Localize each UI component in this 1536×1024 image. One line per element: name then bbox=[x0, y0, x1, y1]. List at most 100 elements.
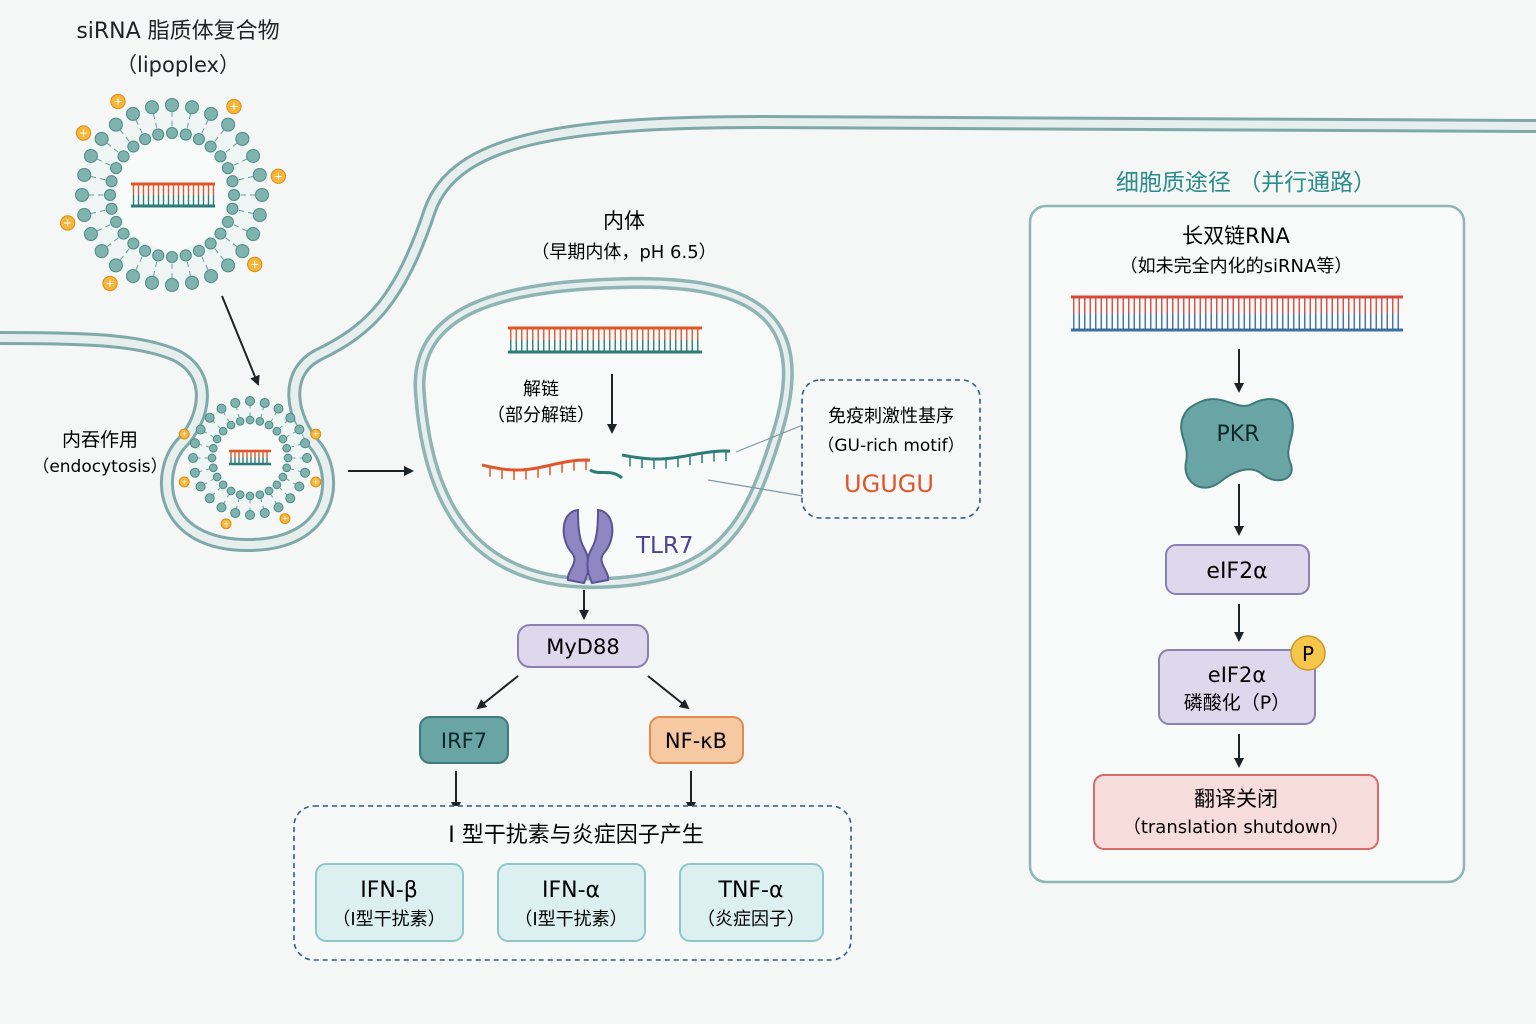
lipid-head bbox=[294, 481, 305, 492]
endosome-subtitle: （早期内体，pH 6.5） bbox=[531, 242, 716, 263]
cytokine-name: IFN-α bbox=[542, 878, 600, 903]
lipid-head bbox=[246, 148, 261, 163]
positive-charge-icon bbox=[247, 256, 263, 273]
lipid-head bbox=[83, 148, 98, 163]
lipid-tail bbox=[260, 413, 263, 418]
lipid-head bbox=[255, 490, 265, 500]
lipid-head bbox=[302, 453, 312, 463]
lipid-head bbox=[245, 415, 255, 425]
eif2a-box bbox=[1165, 544, 1310, 595]
myd88-box bbox=[517, 624, 649, 668]
lipid-head bbox=[103, 188, 117, 202]
strand-backbone bbox=[481, 458, 591, 472]
endocytosis-label: 内吞作用 bbox=[62, 429, 138, 451]
positive-charge-sign: + bbox=[223, 519, 229, 528]
lipid-head bbox=[264, 486, 274, 496]
lipid-tail bbox=[186, 261, 189, 268]
lipid-tail bbox=[217, 425, 221, 429]
lipid-head bbox=[77, 167, 92, 182]
lipid-tail bbox=[113, 148, 119, 153]
lipid-head bbox=[185, 100, 200, 115]
endosome-title: 内体 bbox=[603, 209, 645, 233]
lipid-head bbox=[165, 250, 179, 264]
lipid-head bbox=[208, 443, 218, 453]
lipid-tail bbox=[260, 498, 263, 503]
lipid-head bbox=[282, 443, 292, 453]
lipid-head bbox=[255, 188, 269, 202]
lipid-head bbox=[221, 117, 236, 132]
lipid-tail bbox=[186, 122, 189, 129]
lipid-head bbox=[294, 424, 305, 435]
lipid-tail bbox=[188, 113, 192, 120]
motif-sequence: UGUGU bbox=[844, 470, 934, 498]
shutdown-box bbox=[1093, 774, 1379, 850]
lipid-tail bbox=[90, 211, 97, 215]
positive-charge-icon bbox=[178, 428, 190, 440]
lipid-head bbox=[75, 188, 89, 202]
nfkb-label: NF-κB bbox=[665, 729, 727, 753]
lipid-head bbox=[207, 453, 217, 463]
eif2a-label: eIF2α bbox=[1206, 559, 1267, 584]
lipid-head bbox=[139, 244, 152, 257]
production-title: I 型干扰素与炎症因子产生 bbox=[448, 823, 703, 848]
positive-charge-icon bbox=[226, 98, 242, 115]
positive-charge-icon bbox=[270, 168, 287, 184]
eif2a-phospho-line2: 磷酸化（P） bbox=[1184, 692, 1290, 714]
cytokine-card: IFN-β （I型干扰素） bbox=[315, 863, 464, 942]
lipid-tail bbox=[99, 178, 106, 181]
lipid-tail bbox=[135, 265, 139, 271]
lipid-tail bbox=[233, 162, 239, 166]
lipid-head bbox=[204, 237, 217, 250]
lipid-head bbox=[110, 215, 123, 228]
lipid-head bbox=[125, 106, 140, 121]
lipid-head bbox=[144, 275, 159, 290]
lipoplex-particle: +++++++ bbox=[60, 93, 287, 292]
lipid-head bbox=[105, 175, 118, 188]
tlr7-label: TLR7 bbox=[635, 533, 693, 559]
lipid-tail bbox=[201, 256, 205, 262]
positive-charge-sign: + bbox=[113, 95, 122, 108]
lipid-tail bbox=[286, 434, 290, 438]
lipid-tail bbox=[113, 237, 119, 242]
lipid-tail bbox=[125, 136, 130, 142]
lipid-tail bbox=[205, 265, 209, 271]
lipid-head bbox=[272, 480, 282, 490]
lipid-head bbox=[221, 162, 234, 175]
lipid-head bbox=[179, 249, 192, 262]
positive-charge-sign: + bbox=[105, 277, 114, 290]
lipid-head bbox=[83, 227, 98, 242]
cytokine-name: IFN-β bbox=[360, 878, 418, 903]
positive-charge-icon bbox=[110, 93, 126, 110]
lipid-tail bbox=[238, 178, 245, 181]
positive-charge-sign: + bbox=[313, 477, 319, 486]
lipid-head bbox=[285, 412, 296, 423]
lipid-head bbox=[246, 227, 261, 242]
lipid-tail bbox=[96, 158, 102, 162]
lipid-core bbox=[116, 139, 228, 251]
lipid-tail bbox=[279, 487, 283, 491]
lipid-tail bbox=[279, 425, 283, 429]
lipid-tail bbox=[217, 487, 221, 491]
lipid-head bbox=[94, 244, 109, 259]
lipid-tail bbox=[238, 209, 245, 212]
lipid-tail bbox=[155, 261, 158, 268]
lipid-head bbox=[204, 493, 215, 504]
lipoplex-title: siRNA 脂质体复合物 bbox=[76, 19, 279, 44]
lipid-tail bbox=[152, 270, 156, 277]
lipid-tail bbox=[205, 445, 210, 448]
lipid-head bbox=[117, 150, 130, 163]
motif-title: 免疫刺激性基序 bbox=[828, 406, 954, 427]
dsrna-in-lipoplex bbox=[131, 182, 215, 208]
arrow-lipoplex-to-endocytosis bbox=[221, 295, 260, 386]
lipid-head bbox=[179, 128, 192, 141]
lipid-head bbox=[204, 269, 219, 284]
myd88-label: MyD88 bbox=[546, 635, 619, 659]
cytoplasm-title: 细胞质途径 （并行通路） bbox=[1116, 170, 1376, 196]
positive-charge-icon bbox=[178, 476, 190, 488]
endocytic-vesicle: ++++++ bbox=[178, 396, 322, 530]
lipid-head bbox=[300, 438, 311, 449]
positive-charge-icon bbox=[75, 125, 92, 141]
lipid-head bbox=[221, 258, 236, 273]
lipid-head bbox=[264, 420, 274, 430]
dsrna-subtitle: （如未完全内化的siRNA等） bbox=[1120, 256, 1353, 277]
